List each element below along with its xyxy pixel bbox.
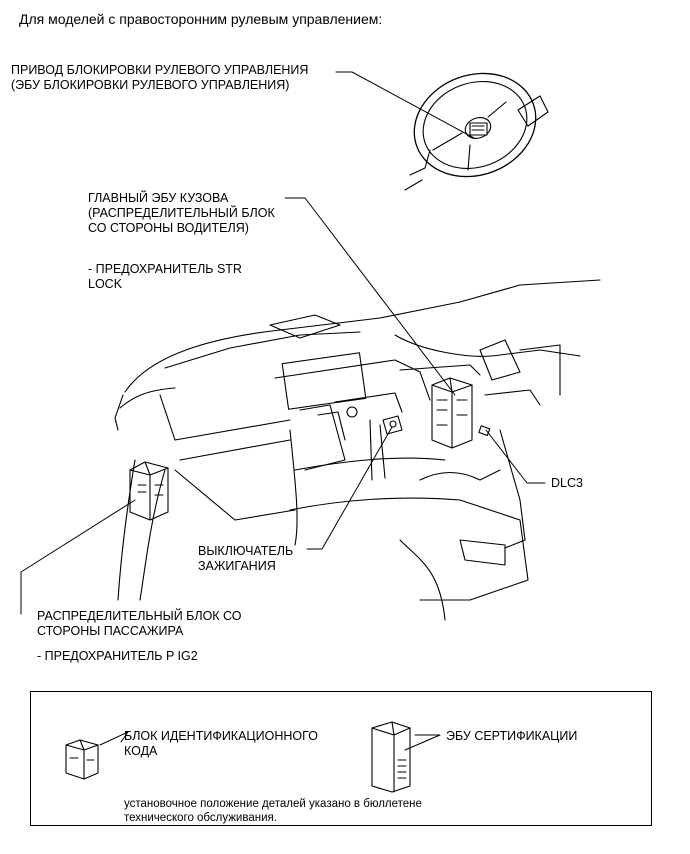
main-body-fuse-label: - ПРЕДОХРАНИТЕЛЬ STR LOCK (88, 262, 242, 291)
dlc3-connector-icon (478, 425, 491, 437)
passenger-junction-block-icon (129, 461, 169, 521)
main-body-ecu-label: ГЛАВНЫЙ ЭБУ КУЗОВА (РАСПРЕДЕЛИТЕЛЬНЫЙ БЛ… (88, 191, 275, 235)
passenger-fuse-label: - ПРЕДОХРАНИТЕЛЬ P IG2 (37, 649, 198, 663)
ignition-switch-label: ВЫКЛЮЧАТЕЛЬ ЗАЖИГАНИЯ (198, 544, 294, 573)
certification-ecu-label: ЭБУ СЕРТИФИКАЦИИ (446, 729, 578, 743)
diagram-heading: Для моделей с правосторонним рулевым упр… (19, 11, 383, 27)
dlc3-label: DLC3 (551, 476, 583, 490)
legend-note: установочное положение деталей указано в… (124, 798, 422, 824)
passenger-jb-label: РАСПРЕДЕЛИТЕЛЬНЫЙ БЛОК СО СТОРОНЫ ПАССАЖ… (37, 609, 242, 638)
id-code-box-label: БЛОК ИДЕНТИФИКАЦИОННОГО КОДА (124, 729, 318, 758)
steering-wheel-icon (404, 72, 549, 191)
ignition-switch-icon (382, 415, 403, 435)
leader-lines (20, 71, 546, 751)
id-code-box-icon (65, 739, 99, 780)
steering-lock-label: ПРИВОД БЛОКИРОВКИ РУЛЕВОГО УПРАВЛЕНИЯ (Э… (11, 63, 309, 92)
dashboard-outline (114, 279, 601, 621)
certification-ecu-icon (371, 721, 411, 793)
main-body-ecu-icon (431, 377, 473, 449)
legend-box (30, 691, 652, 826)
